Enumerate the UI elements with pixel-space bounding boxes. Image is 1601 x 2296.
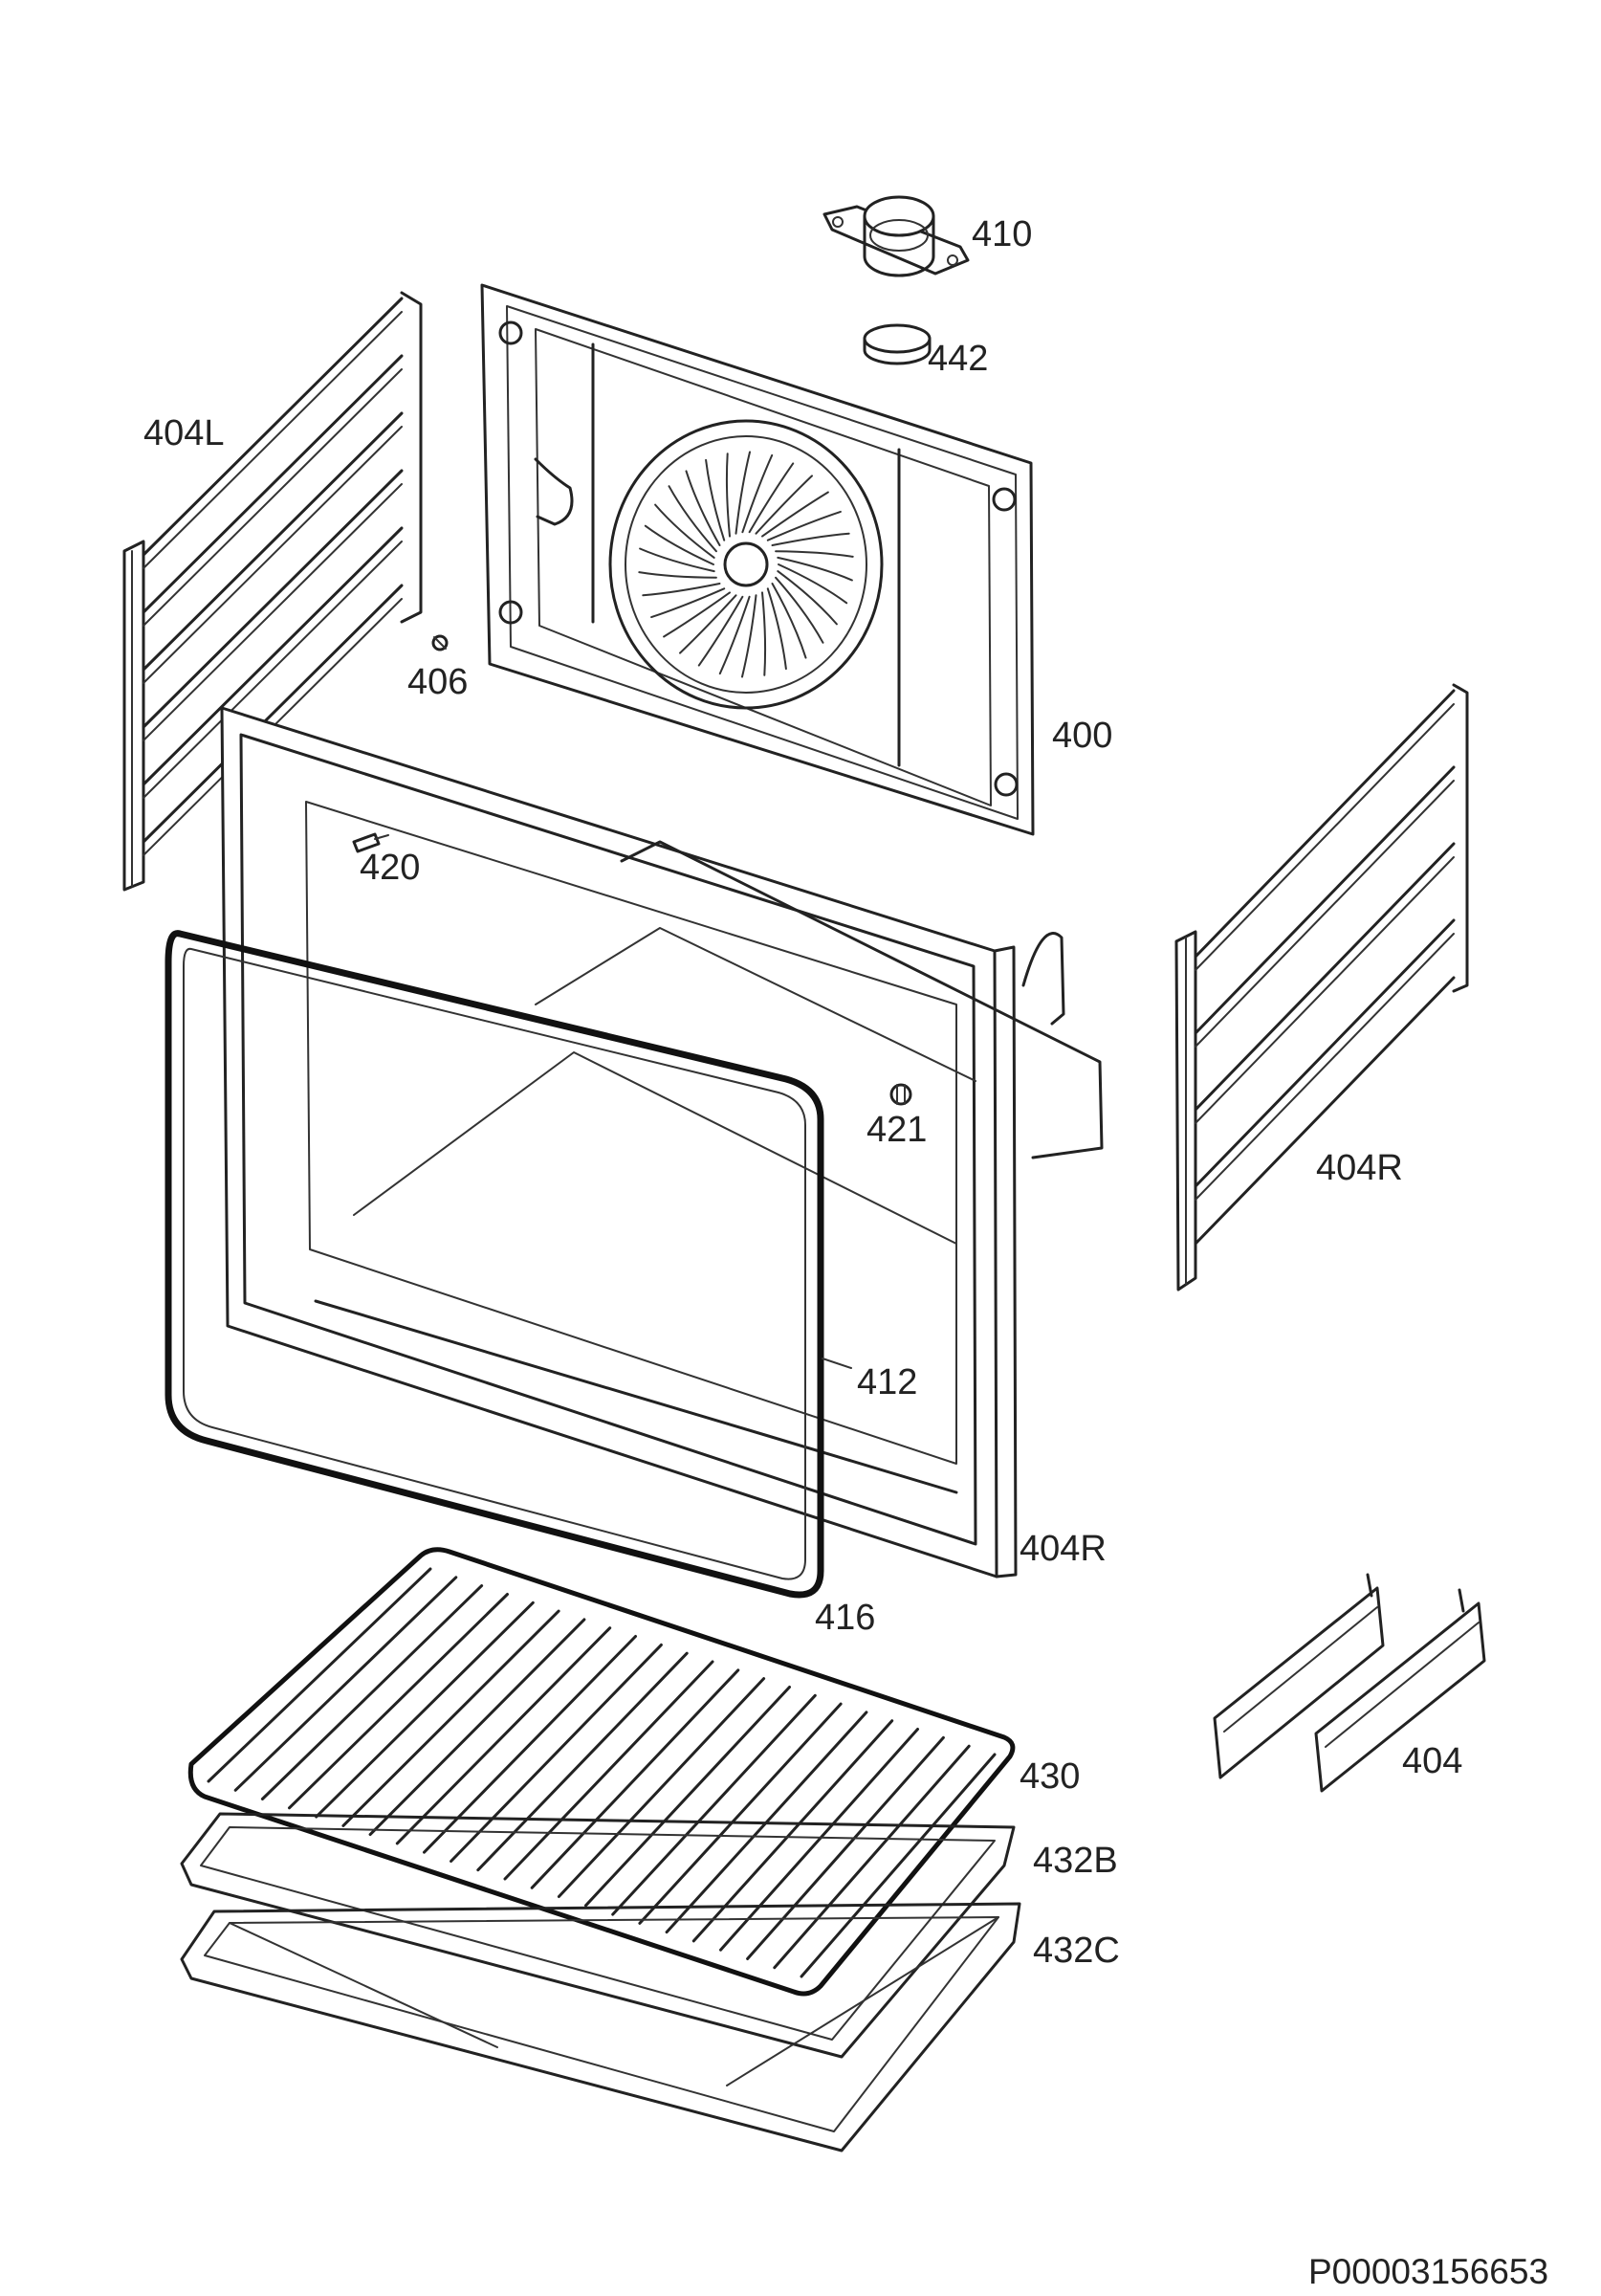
shelf-wire (691, 1719, 894, 1943)
callout-432C: 432C (1033, 1931, 1120, 1971)
shelf-wire (450, 1643, 663, 1863)
shelf-wire (207, 1567, 432, 1783)
document-id: P00003156653 (1308, 2252, 1548, 2291)
part-432B-baking-tray (180, 1812, 1016, 2059)
fan-louvre (777, 570, 838, 626)
callout-404R: 404R (1316, 1148, 1403, 1188)
shelf-wire (260, 1584, 484, 1800)
shelf-wire (423, 1635, 637, 1854)
fan-louvre (755, 475, 813, 535)
fan-louvres (638, 451, 854, 678)
callout-412: 412 (857, 1362, 917, 1402)
fan-louvre (725, 453, 731, 538)
fan-louvre (741, 453, 774, 534)
callout-421: 421 (866, 1110, 927, 1150)
part-421-screw (889, 1083, 912, 1106)
fan-louvre (639, 547, 715, 573)
shelf-wire (368, 1618, 586, 1837)
fan-louvre (685, 470, 721, 546)
part-400-back-panel (480, 283, 1035, 836)
shelf-wire (746, 1735, 945, 1960)
part-410-fan-motor (822, 195, 970, 277)
fan-louvre (663, 591, 731, 638)
fan-louvre (761, 591, 767, 676)
shelf-wire (611, 1693, 817, 1916)
shelf-wire (638, 1702, 843, 1925)
shelf-wire (584, 1686, 791, 1908)
fan-louvre (654, 503, 715, 559)
part-414-oven-cavity-frame (220, 706, 1104, 1578)
shelf-wire (395, 1626, 612, 1845)
fan-louvre (766, 587, 787, 671)
fan-louvre (642, 583, 721, 597)
callout-414: 404R (1020, 1529, 1107, 1569)
shelf-wire (719, 1728, 919, 1952)
fan-louvre (775, 550, 854, 558)
shelf-wire (557, 1677, 766, 1898)
shelf-wire (233, 1576, 458, 1792)
callout-432B: 432B (1033, 1841, 1118, 1881)
part-420-screw (352, 832, 389, 853)
shelf-wire (476, 1651, 689, 1872)
callout-404L: 404L (143, 413, 225, 453)
part-404L-left-side-rack (122, 291, 423, 892)
callout-406: 406 (407, 662, 468, 702)
fan-louvre (668, 485, 717, 553)
fan-louvre (705, 458, 726, 541)
fan-louvre (761, 491, 829, 538)
shelf-wire (315, 1601, 535, 1819)
fan-louvre (771, 532, 850, 546)
shelf-wire (288, 1593, 509, 1810)
shelf-wire (341, 1609, 560, 1827)
fan-louvre (766, 510, 842, 541)
fan-louvre (650, 587, 726, 619)
callout-410: 410 (972, 214, 1032, 254)
shelf-wire (503, 1660, 714, 1881)
fan-louvre (771, 583, 807, 659)
fan-louvre (638, 571, 717, 579)
shelf-wires (207, 1567, 997, 1978)
fan-louvre (644, 524, 714, 565)
part-404R-right-side-rack (1174, 683, 1469, 1292)
fan-louvre (775, 576, 824, 644)
callout-442: 442 (928, 339, 988, 379)
fan-louvre (735, 451, 751, 535)
part-406-nut (431, 634, 449, 651)
fan-louvre (777, 556, 853, 582)
callout-404: 404 (1402, 1741, 1462, 1781)
part-416-door-gasket (164, 930, 824, 1599)
callout-430: 430 (1020, 1756, 1080, 1797)
fan-louvre (679, 594, 737, 654)
part-442-cover-disc (863, 323, 932, 365)
fan-louvre (741, 594, 757, 678)
fan-louvre (778, 563, 848, 605)
part-430-wire-shelf (187, 1547, 1016, 1997)
part-404-telescopic-runners (1213, 1573, 1486, 1793)
shelf-wire (800, 1753, 997, 1978)
shelf-wire (773, 1744, 971, 1970)
fan-louvre (697, 595, 744, 667)
part-432C-deep-tray (180, 1902, 1021, 2152)
callout-420: 420 (360, 848, 420, 888)
leader-412 (822, 1358, 852, 1369)
shelf-wire (530, 1668, 740, 1889)
callout-400: 400 (1052, 716, 1112, 756)
fan-louvre (748, 462, 795, 534)
fan-louvre (718, 595, 751, 675)
callout-416: 416 (815, 1598, 875, 1638)
